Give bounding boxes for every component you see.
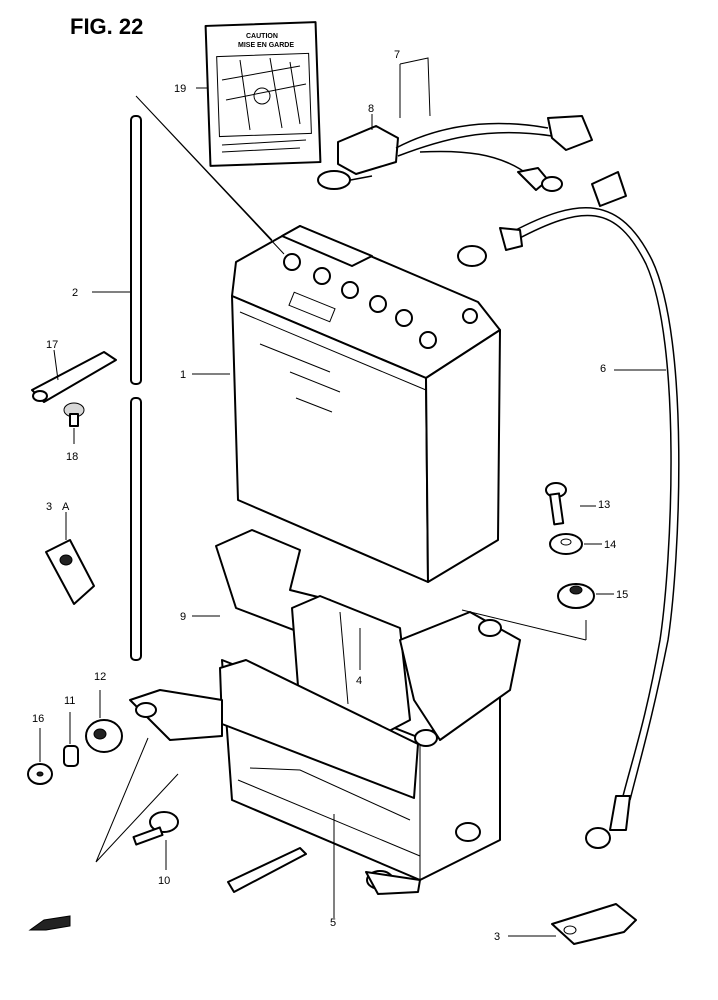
mounting-strap [129, 611, 521, 799]
washer-16-left [27, 763, 53, 785]
part-number-labels: 19 2 1 7 8 6 17 18 3 A 13 14 15 9 4 12 1… [32, 49, 628, 943]
part-label-6: 6 [600, 363, 606, 375]
case-mounting-bolt [227, 847, 307, 893]
part-label-8: 8 [368, 103, 374, 115]
bracket-17 [31, 351, 117, 403]
cushion-15 [557, 583, 595, 609]
figure-title: FIG. 22 [70, 14, 144, 39]
battery [231, 225, 501, 583]
positive-cable-harness [317, 115, 593, 192]
part-label-2: 2 [72, 287, 78, 299]
part-label-5: 5 [330, 917, 336, 929]
part-label-18: 18 [66, 451, 78, 463]
screw-18 [63, 402, 85, 427]
bolt-13 [545, 482, 567, 526]
clip-3-bottom [551, 903, 637, 945]
part-label-1: 1 [180, 369, 186, 381]
part-label-14: 14 [604, 539, 616, 551]
part-label-7: 7 [394, 49, 400, 61]
part-label-16a: 16 [32, 713, 44, 725]
clip-3a [45, 539, 95, 605]
part-label-a: A [62, 501, 70, 513]
battery-holder-rod [130, 115, 142, 661]
caution-label-sticker: CAUTION MISE EN GARDE [204, 21, 322, 167]
part-label-13: 13 [598, 499, 610, 511]
washer-14 [549, 533, 583, 555]
part-label-3b: 3 [494, 931, 500, 943]
caution-label-line1: CAUTION [246, 33, 278, 40]
part-label-17: 17 [46, 339, 58, 351]
part-label-4: 4 [356, 675, 362, 687]
leader-lines [39, 57, 666, 937]
cushion-12 [85, 719, 123, 753]
part-label-9: 9 [180, 611, 186, 623]
front-arrow-icon [28, 915, 71, 931]
negative-cable [457, 171, 680, 849]
part-label-12: 12 [94, 671, 106, 683]
part-label-19: 19 [174, 83, 186, 95]
part-label-10: 10 [158, 875, 170, 887]
part-label-11: 11 [64, 695, 75, 707]
caution-label-line2: MISE EN GARDE [238, 42, 294, 49]
part-label-3a: 3 [46, 501, 52, 513]
collar-11 [63, 745, 79, 767]
bolt-10 [132, 811, 179, 846]
part-label-15: 15 [616, 589, 628, 601]
